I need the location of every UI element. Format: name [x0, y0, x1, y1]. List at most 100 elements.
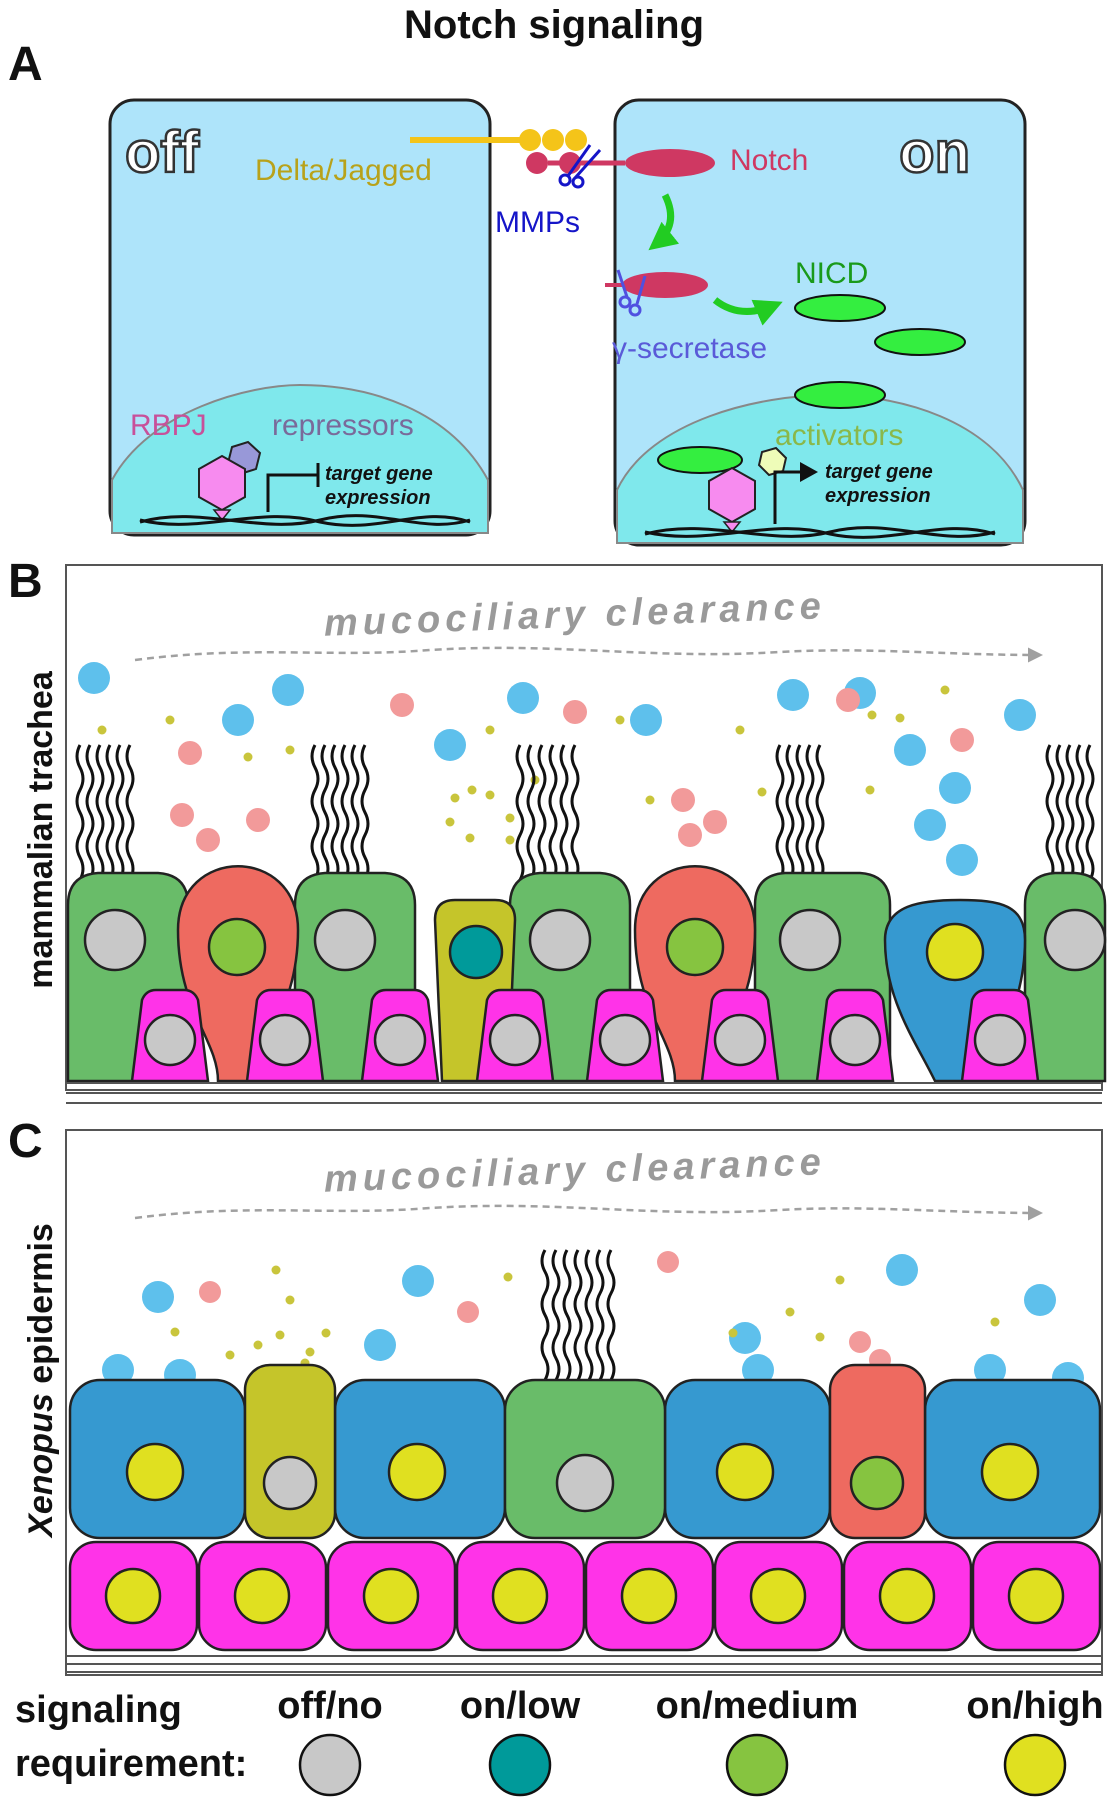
cilium [540, 1249, 550, 1381]
mucus-blob [1004, 699, 1036, 731]
cilium [805, 744, 815, 881]
mucus-blob [390, 693, 414, 717]
mucus-blob [222, 704, 254, 736]
rbpj-protein [198, 454, 246, 512]
cilium [548, 744, 558, 881]
mucus-dot [275, 1330, 285, 1340]
xenopus-tissue: epidermis [22, 1223, 60, 1393]
dna-strand [139, 514, 471, 526]
mucus-blob [777, 679, 809, 711]
target-gene-label: expression [325, 487, 431, 509]
nucleus [1007, 1567, 1065, 1625]
nucleus [262, 1455, 318, 1511]
nucleus [143, 1013, 197, 1067]
cilium [105, 744, 115, 881]
ligand-bead [519, 129, 541, 151]
nucleus [749, 1567, 807, 1625]
cilium [584, 1249, 594, 1381]
mucus-blob [836, 688, 860, 712]
mucus-dot [757, 787, 767, 797]
mucus-blob [946, 844, 978, 876]
panel-a: off on Delta/Jagged Notch MMPs γ-secreta… [108, 98, 1027, 547]
mucus-dot [505, 835, 515, 845]
panel-label-c: C [8, 1115, 43, 1168]
nicd [794, 381, 886, 409]
cilium [562, 1249, 572, 1381]
mucus-dot [243, 752, 253, 762]
cleaved-notch [622, 272, 708, 298]
legend-swatch-off [298, 1733, 362, 1797]
mucus-blob [272, 674, 304, 706]
mucus-dot [503, 1272, 513, 1282]
ligand-bead [542, 129, 564, 151]
nucleus [233, 1567, 291, 1625]
mucus-blob [678, 823, 702, 847]
activation-line [773, 470, 800, 524]
cilium [526, 744, 536, 881]
cilium [606, 1249, 616, 1381]
dna-strand [139, 515, 471, 527]
mucus-dot [321, 1328, 331, 1338]
cilium [350, 744, 360, 881]
mmps-label: MMPs [495, 206, 580, 239]
nucleus [878, 1567, 936, 1625]
cilium [785, 744, 795, 881]
mucus-dot [253, 1340, 263, 1350]
cilium [360, 744, 370, 881]
repression-line [266, 463, 320, 512]
legend-label-medium: on/medium [656, 1685, 859, 1727]
mucus-blob [364, 1329, 396, 1361]
xenopus-side-label: Xenopus epidermis [22, 1223, 60, 1539]
mucus-layer [78, 662, 1036, 876]
target-gene-label: target gene [825, 461, 933, 483]
nicd-label: NICD [795, 257, 868, 290]
cilium [340, 744, 350, 881]
cilium [75, 744, 85, 881]
mucus-dot [97, 725, 107, 735]
mucus-dot [785, 1307, 795, 1317]
cilium [1045, 744, 1055, 881]
scissors-icon [616, 269, 647, 317]
nicd [794, 294, 886, 322]
legend-label-off: off/no [277, 1685, 383, 1727]
mucus-dot [305, 1347, 315, 1357]
cilium [795, 744, 805, 881]
mucus-blob [974, 1354, 1006, 1386]
processing-arrow [648, 193, 680, 251]
mucus-dot [940, 685, 950, 695]
cilium [815, 744, 825, 881]
mucus-dot [485, 790, 495, 800]
panel-label-a: A [8, 38, 43, 91]
nucleus [313, 908, 377, 972]
label-off: off [125, 120, 200, 185]
mucus-blob [914, 809, 946, 841]
mucus-blob [729, 1322, 761, 1354]
nucleus [925, 922, 985, 982]
mucus-blob [142, 1281, 174, 1313]
mucus-blob [671, 788, 695, 812]
activators-label: activators [775, 419, 903, 452]
mucus-blob [950, 728, 974, 752]
mucus-blob [1024, 1284, 1056, 1316]
nucleus [258, 1013, 312, 1067]
mucus-blob [170, 803, 194, 827]
dna-strand [644, 526, 996, 538]
nucleus [125, 1442, 185, 1502]
nucleus [778, 908, 842, 972]
nucleus [207, 917, 267, 977]
trachea-frame [65, 564, 1103, 1091]
notch-label: Notch [730, 144, 808, 177]
notch-extracellular [625, 149, 715, 177]
cilium [95, 744, 105, 881]
trachea-side-label: mammalian trachea [22, 670, 60, 989]
rbpj-label: RBPJ [130, 409, 207, 442]
legend: signaling requirement: off/no on/low on/… [15, 1685, 1104, 1797]
mucus-dot [835, 1275, 845, 1285]
mucus-blob [703, 810, 727, 834]
mucus-blob [402, 1265, 434, 1297]
legend-title: requirement: [15, 1743, 247, 1785]
ciliated-cell [1023, 871, 1107, 1083]
cilium [1075, 744, 1085, 881]
nucleus [362, 1567, 420, 1625]
mucus-dot [815, 1332, 825, 1342]
